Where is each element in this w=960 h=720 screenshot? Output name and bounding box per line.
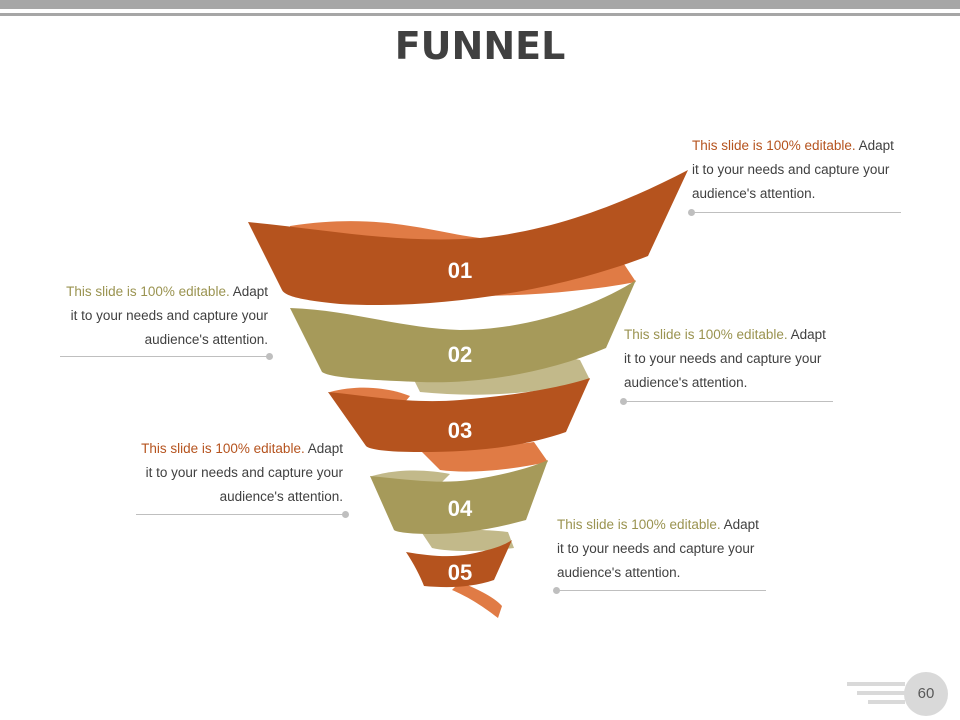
step-number-1: 01 bbox=[448, 258, 472, 283]
band-3-front bbox=[328, 378, 590, 452]
note-2-connector-dot bbox=[266, 353, 273, 360]
note-4-rest: Adapt bbox=[304, 441, 343, 456]
note-1-rest: Adapt bbox=[855, 138, 894, 153]
note-3: This slide is 100% editable. Adapt it to… bbox=[624, 323, 854, 395]
note-1-highlight: This slide is 100% editable. bbox=[692, 138, 856, 153]
note-5-connector-line bbox=[557, 590, 766, 591]
note-2-connector-line bbox=[60, 356, 270, 357]
band-1-front bbox=[248, 170, 688, 306]
note-1-line-3: audience's attention. bbox=[692, 186, 816, 201]
note-3-connector-line bbox=[624, 401, 833, 402]
note-4-line-3: audience's attention. bbox=[219, 489, 343, 504]
decoration-line-1 bbox=[847, 682, 905, 686]
note-4-connector-dot bbox=[342, 511, 349, 518]
note-3-line-3: audience's attention. bbox=[624, 375, 748, 390]
note-1-line-1: This slide is 100% editable. Adapt bbox=[692, 134, 922, 158]
decoration-line-2 bbox=[857, 691, 905, 695]
band-5-tail bbox=[452, 582, 502, 618]
note-5: This slide is 100% editable. Adapt it to… bbox=[557, 513, 787, 585]
step-number-4: 04 bbox=[448, 496, 473, 521]
slide-title: FUNNEL bbox=[394, 24, 566, 68]
note-1: This slide is 100% editable. Adapt it to… bbox=[692, 134, 922, 206]
note-1-line-2: it to your needs and capture your bbox=[692, 162, 890, 177]
note-5-line-3: audience's attention. bbox=[557, 565, 681, 580]
note-2: This slide is 100% editable. Adapt it to… bbox=[38, 280, 268, 352]
note-4-highlight: This slide is 100% editable. bbox=[141, 441, 305, 456]
band-5-front bbox=[406, 540, 512, 588]
note-3-connector-dot bbox=[620, 398, 627, 405]
note-5-line-1: This slide is 100% editable. Adapt bbox=[557, 513, 787, 537]
note-2-rest: Adapt bbox=[229, 284, 268, 299]
funnel-band-3: 03 bbox=[328, 378, 590, 472]
funnel-band-5: 05 bbox=[406, 540, 512, 618]
top-decorative-bar bbox=[0, 0, 960, 9]
note-4-line-1: This slide is 100% editable. Adapt bbox=[113, 437, 343, 461]
decoration-line-3 bbox=[868, 700, 905, 704]
step-number-2: 02 bbox=[448, 342, 472, 367]
funnel-band-1: 01 bbox=[248, 170, 688, 306]
funnel-band-2: 02 bbox=[290, 280, 636, 395]
note-1-connector-line bbox=[692, 212, 901, 213]
band-4-front bbox=[370, 460, 548, 534]
note-3-highlight: This slide is 100% editable. bbox=[624, 327, 788, 342]
band-4-back-2 bbox=[420, 529, 514, 551]
note-4-connector-line bbox=[136, 514, 346, 515]
note-2-highlight: This slide is 100% editable. bbox=[66, 284, 230, 299]
note-3-line-2: it to your needs and capture your bbox=[624, 351, 822, 366]
note-2-line-3: audience's attention. bbox=[144, 332, 268, 347]
note-5-rest: Adapt bbox=[720, 517, 759, 532]
page-number: 60 bbox=[904, 672, 948, 716]
note-4-line-2: it to your needs and capture your bbox=[145, 465, 343, 480]
top-decorative-line bbox=[0, 13, 960, 16]
funnel-band-4: 04 bbox=[370, 460, 548, 551]
step-number-5: 05 bbox=[448, 560, 472, 585]
note-2-line-2: it to your needs and capture your bbox=[70, 308, 268, 323]
note-4: This slide is 100% editable. Adapt it to… bbox=[113, 437, 343, 509]
note-5-highlight: This slide is 100% editable. bbox=[557, 517, 721, 532]
step-number-3: 03 bbox=[448, 418, 472, 443]
note-1-connector-dot bbox=[688, 209, 695, 216]
note-3-line-1: This slide is 100% editable. Adapt bbox=[624, 323, 854, 347]
note-5-line-2: it to your needs and capture your bbox=[557, 541, 755, 556]
band-2-front bbox=[290, 280, 636, 383]
note-3-rest: Adapt bbox=[787, 327, 826, 342]
note-5-connector-dot bbox=[553, 587, 560, 594]
note-2-line-1: This slide is 100% editable. Adapt bbox=[38, 280, 268, 304]
